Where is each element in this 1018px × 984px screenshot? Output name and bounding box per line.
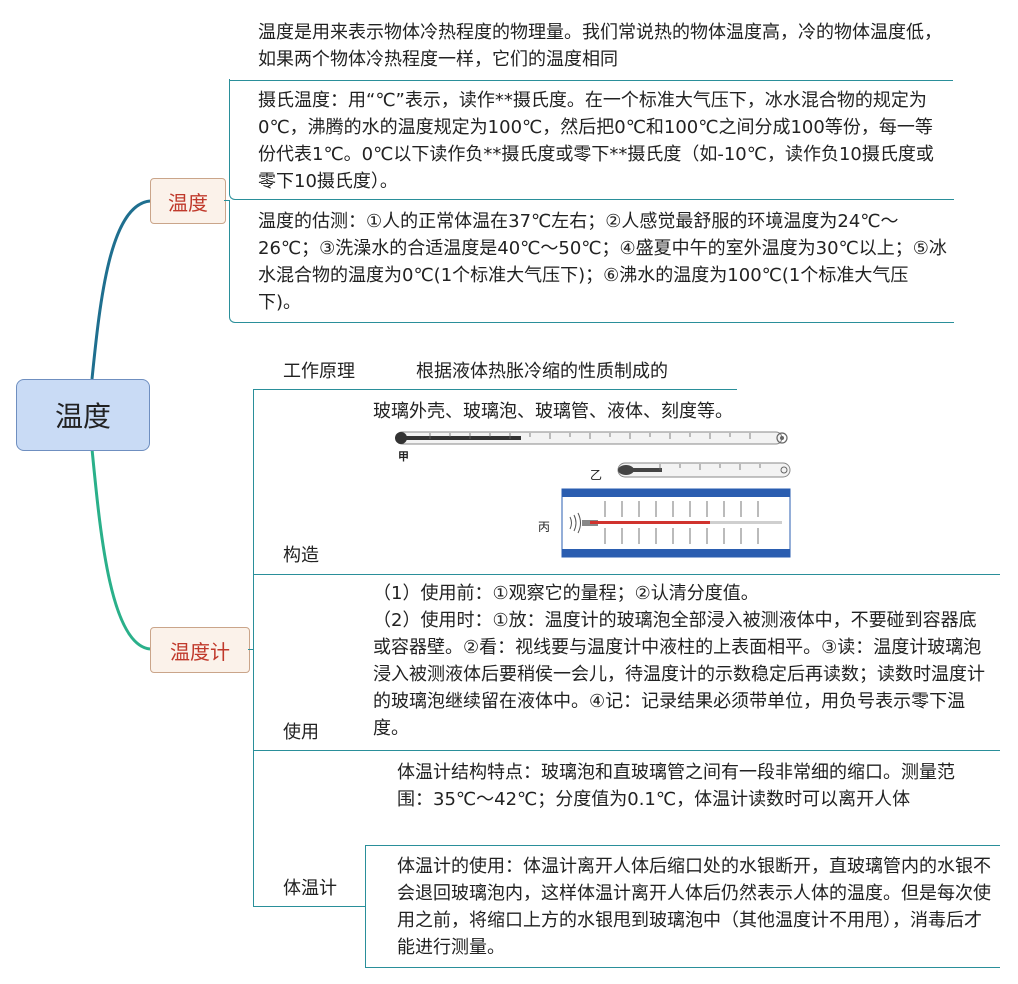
use-text-2: （2）使用时：①放：温度计的玻璃泡全部浸入被测液体中，不要碰到容器底或容器壁。②… xyxy=(373,610,985,739)
figure-label-a: 甲 xyxy=(398,450,409,463)
clinical-label: 体温计 xyxy=(283,878,337,899)
figure-label-b: 乙 xyxy=(590,468,602,482)
thermometer-a xyxy=(395,431,788,445)
root-topic[interactable]: 温度 xyxy=(16,379,150,451)
temp-definition-bracket xyxy=(229,78,953,81)
structure-bracket-left xyxy=(253,389,254,575)
use-bracket-left xyxy=(253,574,254,751)
structure-text: 玻璃外壳、玻璃泡、玻璃管、液体、刻度等。 xyxy=(373,401,733,422)
thermometer-b xyxy=(617,462,791,478)
structure-label: 构造 xyxy=(283,545,319,566)
temp-celsius-bracket xyxy=(229,79,954,200)
principle-label: 工作原理 xyxy=(283,361,355,382)
clinical-structure: 体温计结构特点：玻璃泡和直玻璃管之间有一段非常细的缩口。测量范围：35℃～42℃… xyxy=(397,762,955,810)
use-label: 使用 xyxy=(283,722,319,743)
thermometer-c xyxy=(561,488,791,558)
clinical-use-underline xyxy=(365,967,1000,968)
topic-temperature[interactable]: 温度 xyxy=(150,178,226,224)
clinical-use: 体温计的使用：体温计离开人体后缩口处的水银断开，直玻璃管内的水银不会退回玻璃泡内… xyxy=(397,856,991,958)
clinical-use-bracket-left xyxy=(365,845,366,968)
principle-text: 根据液体热胀冷缩的性质制成的 xyxy=(416,361,668,382)
thermometer-figure: 甲 乙 丙 xyxy=(395,431,791,558)
clinical-bracket-left xyxy=(253,750,254,907)
temp-connector xyxy=(224,200,230,201)
structure-underline xyxy=(253,574,1000,575)
temp-estimate: 温度的估测：①人的正常体温在37℃左右；②人感觉最舒服的环境温度为24℃～26℃… xyxy=(258,211,947,313)
thermo-connector xyxy=(248,649,254,650)
clinical-structure-underline xyxy=(365,845,1000,846)
use-underline xyxy=(253,750,1000,751)
principle-underline xyxy=(253,389,737,390)
temp-definition: 温度是用来表示物体冷热程度的物理量。我们常说热的物体温度高，冷的物体温度低，如果… xyxy=(258,22,942,70)
use-text-1: （1）使用前：①观察它的量程；②认清分度值。 xyxy=(373,583,759,604)
temp-celsius: 摄氏温度：用“℃”表示，读作**摄氏度。在一个标准大气压下，冰水混合物的规定为0… xyxy=(258,90,934,192)
root-label: 温度 xyxy=(54,400,111,433)
topic-temperature-label: 温度 xyxy=(168,190,208,215)
clinical-underline xyxy=(253,906,365,907)
topic-thermometer[interactable]: 温度计 xyxy=(150,627,250,673)
topic-thermometer-label: 温度计 xyxy=(170,639,230,664)
figure-label-c: 丙 xyxy=(538,520,550,534)
temp-estimate-bracket xyxy=(229,200,954,323)
